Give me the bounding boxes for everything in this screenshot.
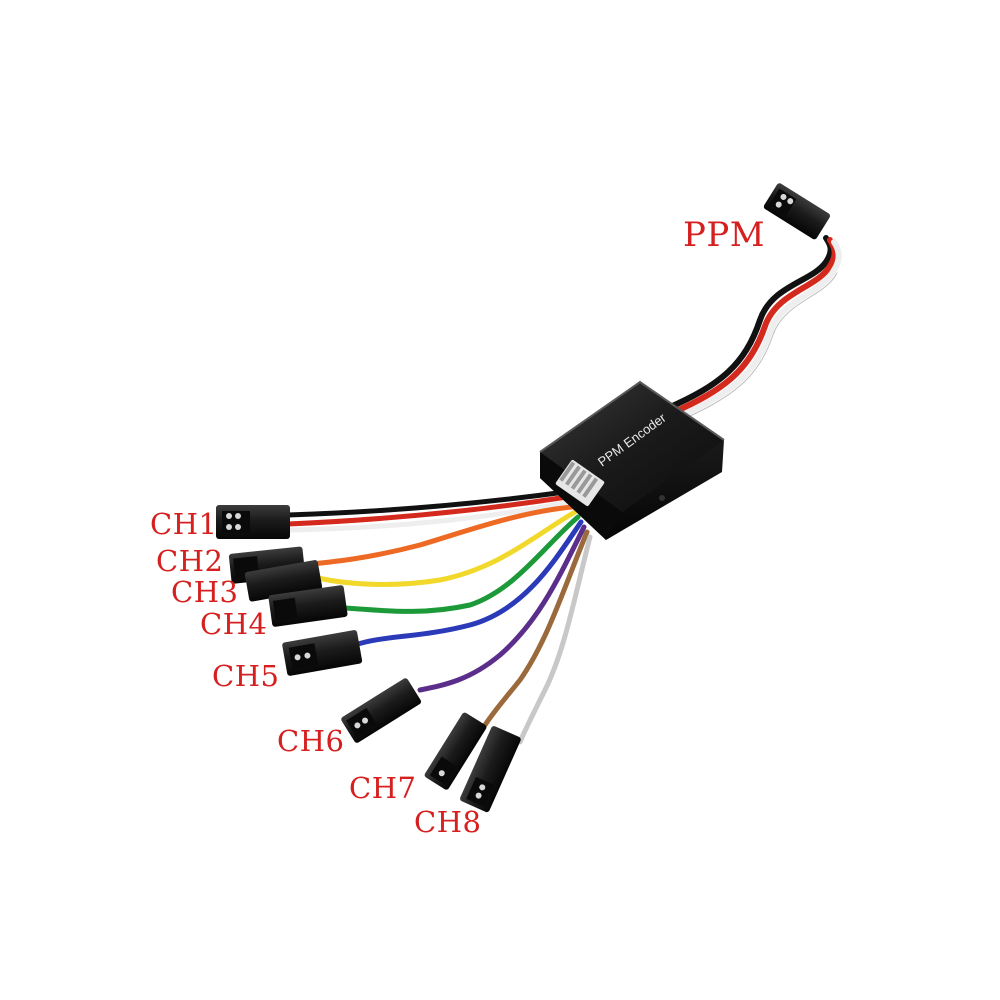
ch8-connector [460,726,521,813]
ch3-label: CH3 [171,575,239,609]
ch6-connector [341,678,422,743]
encoder-module [539,380,725,540]
pin-header [555,460,605,506]
ch7-connector [424,712,487,790]
ppm-label: PPM [683,215,766,255]
ch6-label: CH6 [277,724,345,758]
ch5-connector [282,630,363,676]
ch4-connector [268,585,348,627]
ch5-label: CH5 [212,659,280,693]
ch7-label: CH7 [349,771,417,805]
ch1-label: CH1 [150,507,218,541]
ch4-label: CH4 [200,607,268,641]
ch8-label: CH8 [414,805,482,839]
ch1-connector [216,505,290,539]
ch2-label: CH2 [156,544,224,578]
ppm-connector [763,183,831,240]
channel-wires [285,489,593,745]
ppm-cable [665,235,842,422]
